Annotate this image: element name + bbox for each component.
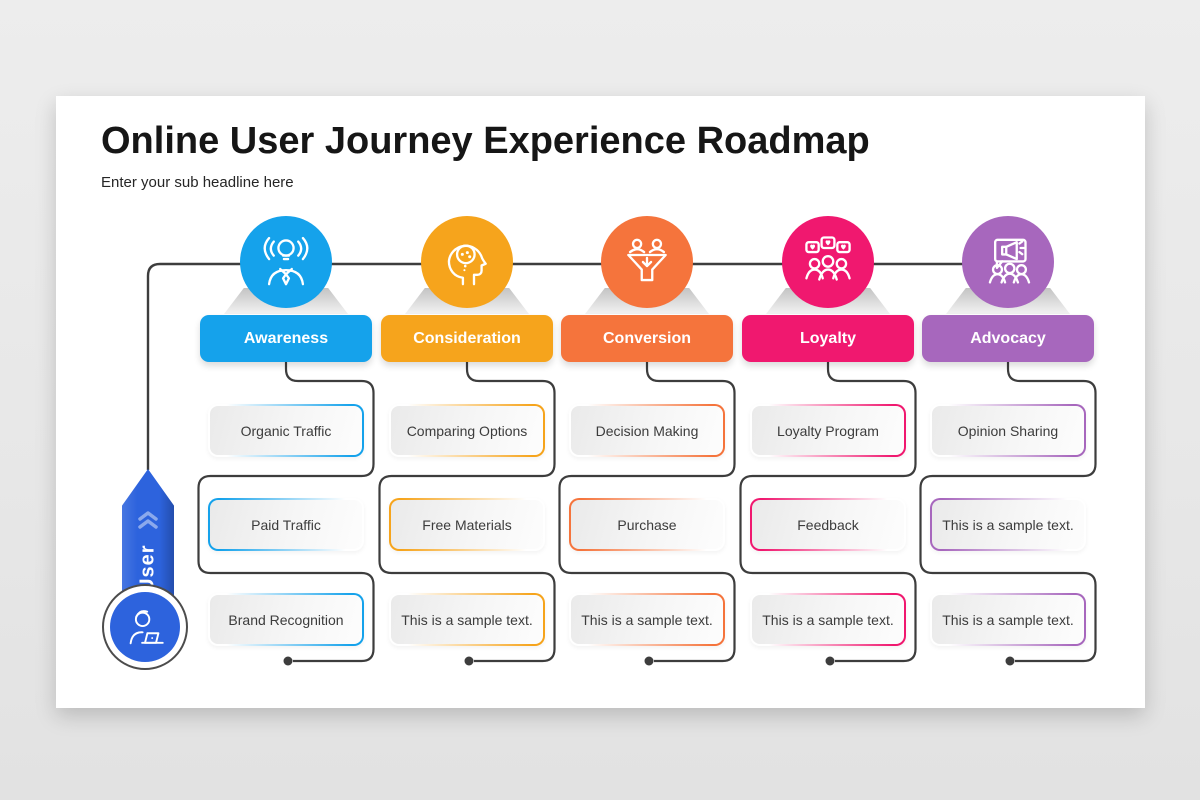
stage-circle-awareness <box>240 216 332 308</box>
stage-box-label: Brand Recognition <box>210 595 362 644</box>
stage-box: Paid Traffic <box>208 498 364 551</box>
stage-column-conversion: Conversion Decision Making Purchase This… <box>552 216 742 676</box>
stage-header-consideration: Consideration <box>381 315 553 362</box>
stage-box: Decision Making <box>569 404 725 457</box>
stage-box: This is a sample text. <box>930 593 1086 646</box>
stage-box-label: This is a sample text. <box>571 595 723 644</box>
stage-header-awareness: Awareness <box>200 315 372 362</box>
double-chevron-up-icon <box>138 511 158 529</box>
stage-box: This is a sample text. <box>750 593 906 646</box>
stage-circle-consideration <box>421 216 513 308</box>
stage-box-label: This is a sample text. <box>752 595 904 644</box>
stage-box: Organic Traffic <box>208 404 364 457</box>
stage-box: Loyalty Program <box>750 404 906 457</box>
stage-box: Free Materials <box>389 498 545 551</box>
stage-box: Brand Recognition <box>208 593 364 646</box>
stage-box: This is a sample text. <box>930 498 1086 551</box>
slide: Online User Journey Experience Roadmap E… <box>56 96 1145 708</box>
stage-box: Purchase <box>569 498 725 551</box>
stage-box-label: Comparing Options <box>391 406 543 455</box>
slide-subtitle: Enter your sub headline here <box>101 174 294 191</box>
stage-box: Feedback <box>750 498 906 551</box>
stage-circle-advocacy <box>962 216 1054 308</box>
stage-column-awareness: Awareness Organic Traffic Paid Traffic B… <box>191 216 381 676</box>
stage-header-advocacy: Advocacy <box>922 315 1094 362</box>
stage-box: This is a sample text. <box>389 593 545 646</box>
stage-connector-awareness <box>197 362 375 666</box>
slide-title: Online User Journey Experience Roadmap <box>101 120 870 162</box>
diagram: User <box>56 96 1145 708</box>
person-laptop-icon <box>110 592 180 662</box>
stage-box-label: This is a sample text. <box>932 595 1084 644</box>
stage-column-consideration: Consideration Comparing Options Free Mat… <box>372 216 562 676</box>
stage-column-loyalty: Loyalty Loyalty Program Feedback This is… <box>733 216 923 676</box>
stage-connector-conversion <box>558 362 736 666</box>
stage-connector-advocacy <box>919 362 1097 666</box>
funnel-users-icon <box>627 238 667 282</box>
stage-box-label: Paid Traffic <box>210 500 362 549</box>
stage-box-label: This is a sample text. <box>391 595 543 644</box>
stage-box: Opinion Sharing <box>930 404 1086 457</box>
stage-connector-consideration <box>378 362 556 666</box>
stage-box-label: Feedback <box>752 500 904 549</box>
stage-circle-loyalty <box>782 216 874 308</box>
stage-box: Comparing Options <box>389 404 545 457</box>
megaphone-audience-icon <box>988 238 1031 284</box>
user-connector-line <box>146 262 1008 470</box>
stage-box-label: Purchase <box>571 500 723 549</box>
stage-header-loyalty: Loyalty <box>742 315 914 362</box>
stage-circle-conversion <box>601 216 693 308</box>
stage-column-advocacy: Advocacy Opinion Sharing This is a sampl… <box>913 216 1103 676</box>
stage-box-label: Free Materials <box>391 500 543 549</box>
thinking-head-icon <box>447 244 487 286</box>
stage-box-label: Organic Traffic <box>210 406 362 455</box>
stage-connector-loyalty <box>739 362 917 666</box>
stage-box-label: Decision Making <box>571 406 723 455</box>
stage-header-conversion: Conversion <box>561 315 733 362</box>
stage-box-label: This is a sample text. <box>932 500 1084 549</box>
loyal-community-icon <box>805 236 851 281</box>
stage-columns: Awareness Organic Traffic Paid Traffic B… <box>56 96 1145 708</box>
idea-broadcast-icon <box>263 236 309 286</box>
stage-box-label: Loyalty Program <box>752 406 904 455</box>
stage-box-label: Opinion Sharing <box>932 406 1084 455</box>
user-avatar <box>102 584 188 670</box>
stage-box: This is a sample text. <box>569 593 725 646</box>
